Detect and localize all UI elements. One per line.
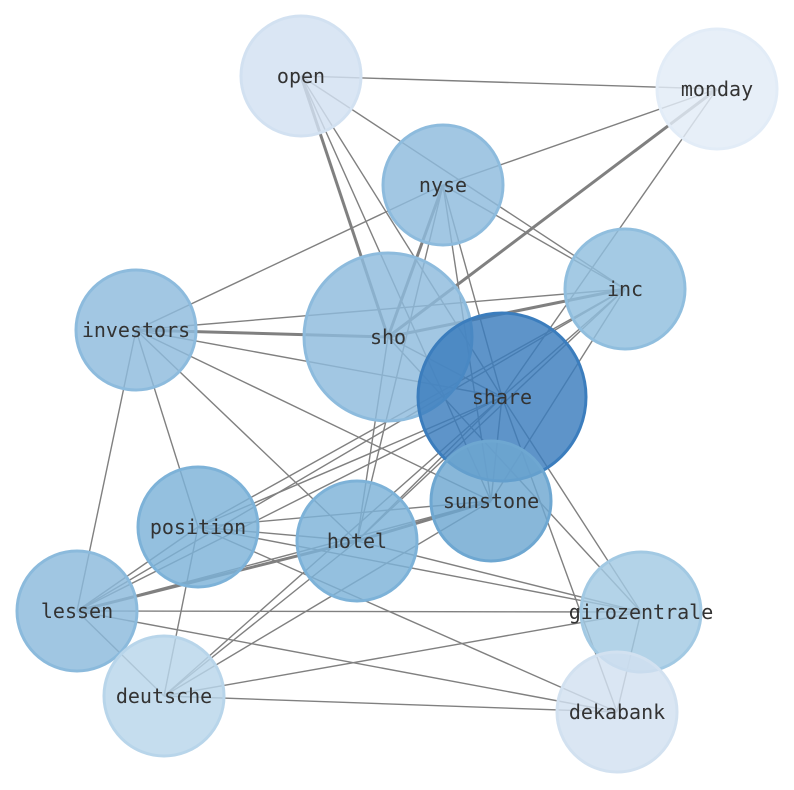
node-circle: [102, 634, 226, 758]
node-circle: [429, 439, 553, 563]
node-label: girozentrale: [569, 600, 714, 624]
node-label: deutsche: [116, 684, 212, 708]
node-label: sho: [370, 325, 406, 349]
edge-sunstone-deutsche: [163, 500, 492, 697]
node-circle: [295, 479, 419, 603]
node-nyse[interactable]: nyse: [381, 123, 505, 247]
node-circle: [136, 465, 260, 589]
node-circle: [239, 14, 363, 138]
node-label: share: [472, 385, 532, 409]
edge-deutsche-dekabank: [163, 695, 618, 713]
node-sunstone[interactable]: sunstone: [429, 439, 553, 563]
node-circle: [74, 268, 198, 392]
edge-position-dekabank: [197, 526, 618, 713]
node-label: inc: [607, 277, 643, 301]
node-monday[interactable]: monday: [655, 27, 779, 151]
edge-lessen-girozentrale: [76, 610, 642, 613]
node-label: nyse: [419, 173, 467, 197]
node-label: dekabank: [569, 700, 665, 724]
nodes-layer: open monday nyse inc investors sho share sunsto…: [15, 14, 779, 774]
node-share[interactable]: share: [416, 311, 588, 483]
node-investors[interactable]: investors: [74, 268, 198, 392]
node-deutsche[interactable]: deutsche: [102, 634, 226, 758]
edge-deutsche-girozentrale: [163, 611, 642, 697]
node-circle: [655, 27, 779, 151]
node-inc[interactable]: inc: [563, 227, 687, 351]
node-label: open: [277, 64, 325, 88]
node-lessen[interactable]: lessen: [15, 549, 139, 673]
edge-position-girozentrale: [197, 526, 642, 613]
node-hotel[interactable]: hotel: [295, 479, 419, 603]
node-circle: [381, 123, 505, 247]
node-label: position: [150, 515, 246, 539]
node-label: sunstone: [443, 489, 539, 513]
edge-investors-sunstone: [135, 329, 492, 502]
node-label: monday: [681, 77, 753, 101]
node-label: lessen: [41, 599, 113, 623]
node-position[interactable]: position: [136, 465, 260, 589]
edge-lessen-dekabank: [76, 610, 618, 713]
node-circle: [563, 227, 687, 351]
edge-open-monday: [300, 75, 718, 90]
node-circle: [15, 549, 139, 673]
node-open[interactable]: open: [239, 14, 363, 138]
node-label: investors: [82, 318, 190, 342]
node-dekabank[interactable]: dekabank: [555, 650, 679, 774]
node-girozentrale[interactable]: girozentrale: [569, 550, 714, 674]
node-label: hotel: [327, 529, 387, 553]
node-circle: [555, 650, 679, 774]
